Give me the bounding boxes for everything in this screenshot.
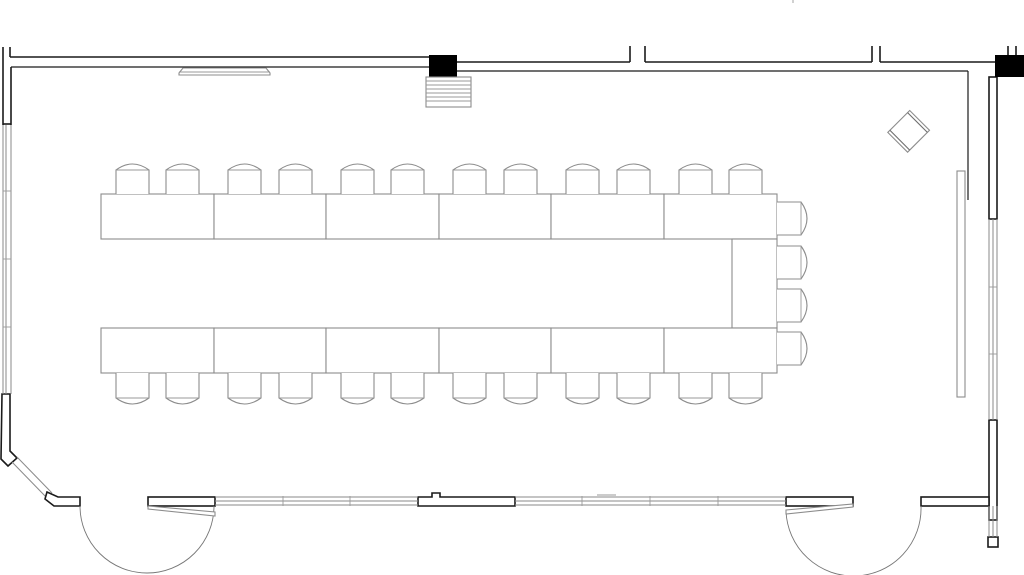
chair (616, 373, 651, 405)
lectern (887, 109, 931, 153)
whiteboard (956, 170, 966, 398)
table (325, 193, 440, 240)
chair (452, 163, 487, 194)
table (100, 193, 215, 240)
chair (777, 331, 808, 366)
chair (678, 163, 713, 194)
chair (777, 201, 808, 236)
chair (390, 163, 425, 194)
table (550, 193, 665, 240)
chair (565, 373, 600, 405)
walls (0, 46, 1017, 548)
chair (115, 163, 150, 194)
table (663, 193, 778, 240)
chairs-top-row (115, 163, 763, 194)
left-entry-door[interactable] (79, 505, 216, 574)
table-end (731, 238, 778, 329)
table (100, 327, 215, 374)
chair (616, 163, 651, 194)
chair (565, 163, 600, 194)
chair (340, 373, 375, 405)
wall-heater (178, 67, 271, 76)
structural-columns (429, 55, 1024, 77)
column-top-center (429, 55, 457, 77)
chair (278, 373, 313, 405)
chairs-bottom-row (115, 373, 763, 405)
table (213, 193, 327, 240)
chair (728, 373, 763, 405)
conference-tables (100, 193, 778, 374)
chair (278, 163, 313, 194)
chair (503, 163, 538, 194)
chair (165, 373, 200, 405)
chair (165, 163, 200, 194)
chair (390, 373, 425, 405)
chair (777, 245, 808, 280)
table (550, 327, 665, 374)
table (325, 327, 440, 374)
chair (340, 163, 375, 194)
chairs-end (777, 201, 808, 366)
windows (2, 125, 998, 537)
table (438, 193, 552, 240)
right-entry-door[interactable] (785, 503, 922, 575)
table (213, 327, 327, 374)
chair (115, 373, 150, 405)
chair (227, 373, 262, 405)
column-top-right (995, 55, 1024, 77)
chair (728, 163, 763, 194)
chair (452, 373, 487, 405)
chair (227, 163, 262, 194)
chair (777, 288, 808, 323)
table (663, 327, 778, 374)
table (438, 327, 552, 374)
chair (503, 373, 538, 405)
chair (678, 373, 713, 405)
vent-stack (425, 76, 472, 108)
